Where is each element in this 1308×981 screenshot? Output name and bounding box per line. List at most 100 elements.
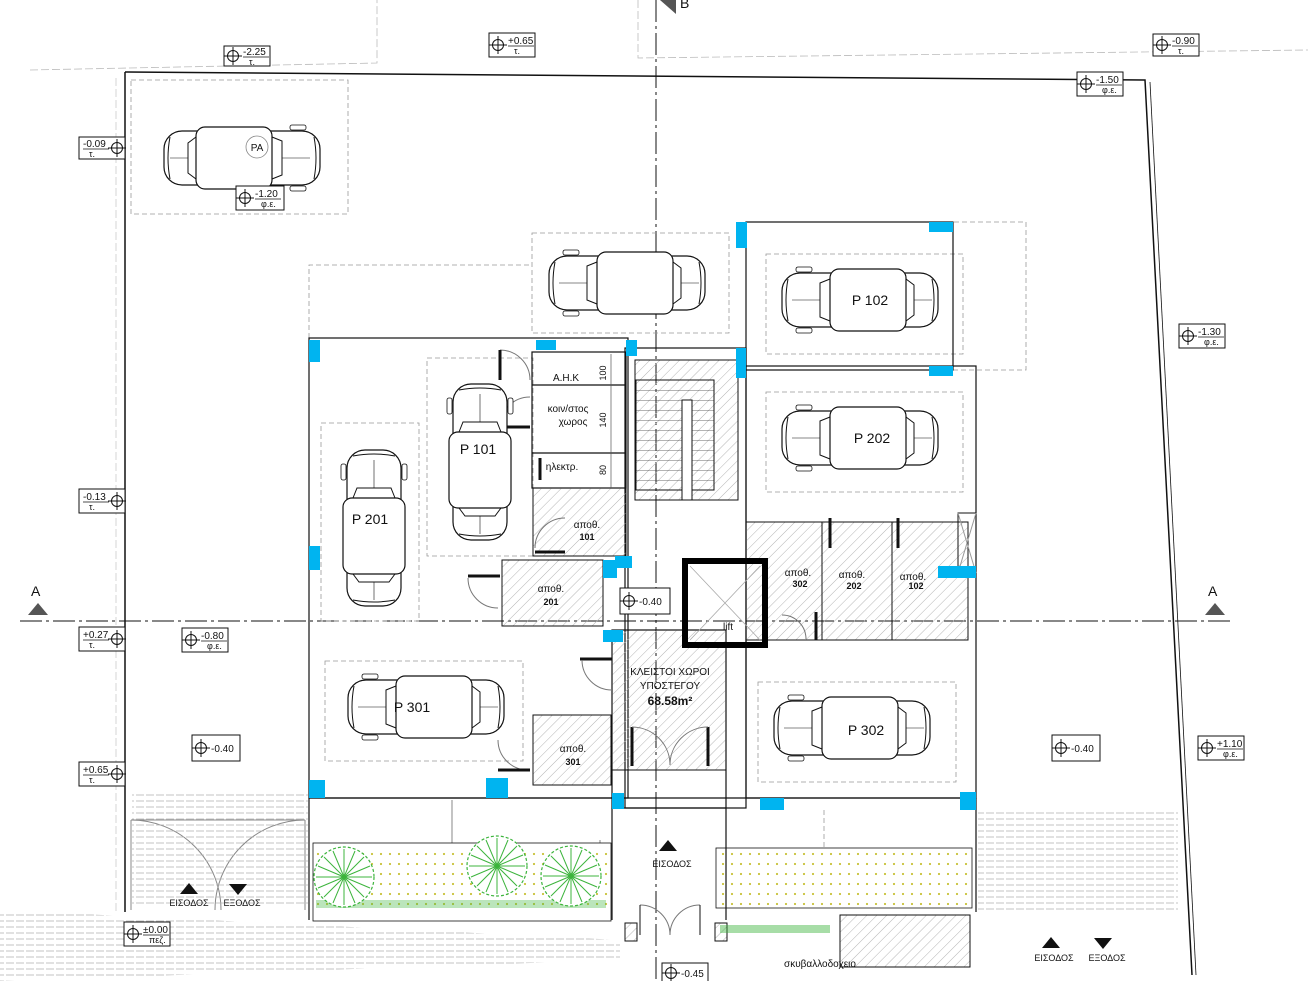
parking-p302-label: P 302	[848, 722, 885, 738]
level-marker-lv6: -1.20φ.ε.	[235, 185, 285, 211]
level-marker-lv4: -1.50φ.ε.	[1076, 71, 1124, 97]
level-value: -0.13	[83, 492, 106, 503]
level-value: +1.10	[1217, 739, 1243, 750]
level-marker-lv7: -1.30φ.ε.	[1178, 323, 1226, 349]
level-value: -2.25	[243, 47, 266, 58]
level-value: -1.50	[1096, 75, 1119, 86]
room-apoth-202-num: 202	[846, 581, 861, 591]
level-kind: τ.	[89, 149, 95, 159]
level-kind: φ.ε.	[207, 641, 222, 651]
parking-p201-label: P 201	[352, 511, 389, 527]
level-marker-lv3: -0.90τ.	[1152, 33, 1200, 57]
level-markers: -2.25τ.+0.65τ.-0.90τ.-1.50φ.ε.-0.09τ.-1.…	[78, 32, 1245, 981]
lift-shaft	[682, 558, 768, 648]
level-value: -1.20	[255, 189, 278, 200]
entrance-right-label: ΕΙΣΟΔΟΣ	[1034, 953, 1074, 963]
level-value: -1.30	[1198, 327, 1221, 338]
level-marker-lv14: +0.65τ.	[78, 761, 127, 787]
level-kind: τ.	[514, 46, 520, 56]
parking-p102-label: P 102	[852, 292, 889, 308]
level-value: -0.40	[1071, 744, 1094, 755]
level-value: ±0.00	[143, 925, 168, 936]
section-a-left-label: A	[31, 583, 41, 599]
level-kind: φ.ε.	[1102, 85, 1117, 95]
level-value: -0.90	[1172, 36, 1195, 47]
closed-space-line-2: ΥΠΟΣΤΕΓΟΥ	[640, 681, 701, 692]
level-marker-lv1: -2.25τ.	[223, 45, 271, 67]
level-marker-lv17: -0.45	[661, 962, 709, 981]
room-ahk: Α.Η.Κ	[553, 373, 579, 384]
parking-pa-label: PA	[251, 143, 264, 154]
room-apoth-301-num: 301	[565, 757, 580, 767]
dim-140: 140	[598, 412, 608, 427]
parking-p301-label: P 301	[394, 699, 431, 715]
closed-space-line-1: ΚΛΕΙΣΤΟΙ ΧΩΡΟΙ	[630, 667, 710, 678]
room-apoth-102-num: 102	[908, 581, 923, 591]
level-marker-lv13: -0.40	[1051, 734, 1101, 762]
room-apoth-202: αποθ.	[839, 570, 865, 581]
level-marker-lv11: -0.40	[191, 734, 241, 762]
room-apoth-101-num: 101	[579, 532, 594, 542]
room-lift: lift	[723, 622, 733, 633]
entrance-center-label: ΕΙΣΟΔΟΣ	[652, 859, 692, 869]
level-kind: τ.	[89, 502, 95, 512]
room-koin-1: κοιν/στος	[548, 404, 589, 415]
level-marker-lv15: +1.10φ.ε.	[1197, 735, 1245, 761]
section-b-top-arrow	[660, 0, 676, 14]
level-marker-lv5: -0.09τ.	[78, 136, 127, 160]
section-a-right-arrow	[1205, 603, 1225, 615]
level-value: -0.80	[201, 631, 224, 642]
level-kind: τ.	[89, 775, 95, 785]
parking-p202-label: P 202	[854, 430, 891, 446]
pa-circle	[245, 135, 269, 159]
dim-80: 80	[598, 465, 608, 475]
level-value: -0.45	[681, 969, 704, 980]
level-value: +0.65	[508, 36, 534, 47]
level-kind: πεζ.	[149, 935, 166, 945]
level-marker-lv10: -0.80φ.ε.	[181, 627, 229, 653]
room-apoth-302-num: 302	[792, 579, 807, 589]
storage-rooms	[501, 359, 977, 968]
level-marker-lv2: +0.65τ.	[488, 32, 536, 58]
level-value: -0.40	[639, 597, 662, 608]
columns	[309, 222, 976, 810]
level-kind: τ.	[249, 57, 255, 67]
tree-3	[540, 845, 602, 907]
level-value: -0.40	[211, 744, 234, 755]
room-apoth-302: αποθ.	[785, 568, 811, 579]
closed-space-area: 68.58m²	[648, 694, 693, 708]
tree-1	[313, 846, 375, 908]
section-a-right-label: A	[1208, 583, 1218, 599]
level-kind: τ.	[89, 640, 95, 650]
car-p201	[340, 449, 408, 607]
exit-right-label: ΕΞΟΔΟΣ	[1088, 953, 1125, 963]
room-ilektr: ηλεκτρ.	[546, 462, 578, 473]
room-apoth-201: αποθ.	[538, 584, 564, 595]
level-box	[235, 185, 285, 211]
car-top	[548, 249, 706, 317]
exit-left-label: ΕΞΟΔΟΣ	[223, 898, 260, 908]
room-apoth-201-num: 201	[543, 597, 558, 607]
section-b-top-label: B	[680, 0, 689, 11]
entrance-left-label: ΕΙΣΟΔΟΣ	[169, 898, 209, 908]
level-marker-lv8: -0.13τ.	[78, 488, 127, 514]
level-kind: φ.ε.	[1223, 749, 1238, 759]
level-kind: φ.ε.	[261, 199, 276, 209]
level-kind: τ.	[1178, 46, 1184, 56]
entrance-arrows	[180, 840, 1112, 949]
level-marker-lv12: -0.40	[619, 587, 671, 615]
room-apoth-301: αποθ.	[560, 744, 586, 755]
level-marker-lv9: +0.27τ.	[78, 626, 127, 652]
level-kind: φ.ε.	[1204, 337, 1219, 347]
level-value: -0.09	[83, 139, 106, 150]
room-apoth-102: αποθ.	[900, 572, 926, 583]
room-apoth-101: αποθ.	[574, 520, 600, 531]
dim-100: 100	[598, 365, 608, 380]
level-value: +0.27	[83, 630, 109, 641]
section-a-left-arrow	[28, 603, 48, 615]
car-pa	[163, 124, 321, 192]
parking-p101-label: P 101	[460, 441, 497, 457]
level-value: +0.65	[83, 765, 109, 776]
